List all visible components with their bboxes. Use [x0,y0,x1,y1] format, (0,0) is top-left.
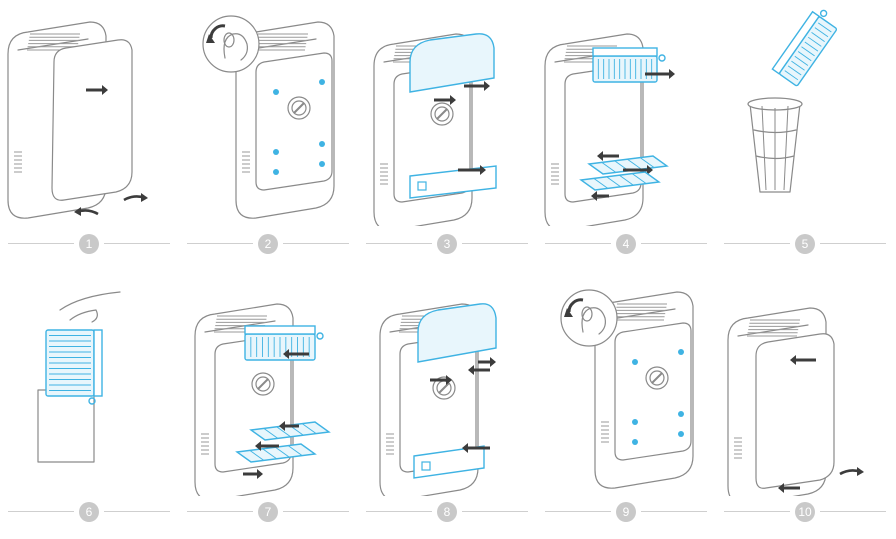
step-indicator: 6 [0,502,179,522]
front-cover-lifted [418,304,496,362]
hepa-filter [46,330,102,404]
fan-icon [288,97,310,119]
divider-right [104,511,170,512]
step-panel-5: 5 [716,0,895,269]
step-number-badge: 1 [79,234,99,254]
illustration-unit-insert-tray [358,270,537,496]
step-number-badge: 5 [795,234,815,254]
divider-right [462,511,528,512]
hepa-filter [245,326,323,360]
step-number-badge: 9 [616,502,636,522]
hand-icon [60,292,120,322]
divider-left [545,243,611,244]
illustration-unit-remove-tray [358,0,537,226]
divider-right [283,511,349,512]
divider-right [462,243,528,244]
illustration-discard-filter [716,0,895,226]
step-panel-8: 8 [358,270,537,539]
divider-left [366,243,432,244]
illustration-unit-insert-filters [179,270,358,496]
fan-icon [252,373,274,395]
step-number-badge: 8 [437,502,457,522]
step-indicator: 9 [537,502,716,522]
step-panel-4: 4 [537,0,716,269]
illustration-new-filter [0,270,179,496]
hepa-filter [593,48,665,82]
front-cover-lifted [410,34,494,92]
illustration-unit-cover-on [716,270,895,496]
fan-icon [646,367,668,389]
curved-arrow-icon [840,467,864,476]
divider-left [366,511,432,512]
magnifier-inset [561,290,617,346]
curved-arrow-icon [124,193,148,202]
step-panel-9: 9 [537,270,716,539]
step-number-badge: 2 [258,234,278,254]
divider-left [187,243,253,244]
divider-left [187,511,253,512]
magnifier-inset [203,16,259,72]
divider-right [641,511,707,512]
step-panel-7: 7 [179,270,358,539]
step-panel-1: 1 [0,0,179,269]
divider-left [724,511,790,512]
hepa-filter [772,5,841,86]
direction-arrow-icon [478,357,496,367]
step-indicator: 7 [179,502,358,522]
divider-right [104,243,170,244]
step-panel-10: 10 [716,270,895,539]
step-panel-6: 6 [0,270,179,539]
step-indicator: 4 [537,234,716,254]
step-panel-2: 2 [179,0,358,269]
step-indicator: 2 [179,234,358,254]
fan-icon [431,103,453,125]
divider-right [641,243,707,244]
step-indicator: 5 [716,234,895,254]
divider-left [724,243,790,244]
illustration-unit-cover-off [0,0,179,226]
step-number-badge: 3 [437,234,457,254]
divider-right [283,243,349,244]
step-number-badge: 4 [616,234,636,254]
illustration-unit-remove-filters [537,0,716,226]
trash-bin [748,98,802,192]
divider-right [820,243,886,244]
illustration-unit-open-screws [179,0,358,226]
divider-right [820,511,886,512]
step-indicator: 3 [358,234,537,254]
step-indicator: 10 [716,502,895,522]
step-indicator: 8 [358,502,537,522]
step-number-badge: 10 [795,502,815,522]
illustration-unit-close-screws [537,270,716,496]
step-number-badge: 6 [79,502,99,522]
divider-left [8,511,74,512]
step-number-badge: 7 [258,502,278,522]
step-panel-3: 3 [358,0,537,269]
filter-box [38,390,94,462]
front-cover [52,40,132,201]
divider-left [8,243,74,244]
divider-left [545,511,611,512]
step-indicator: 1 [0,234,179,254]
